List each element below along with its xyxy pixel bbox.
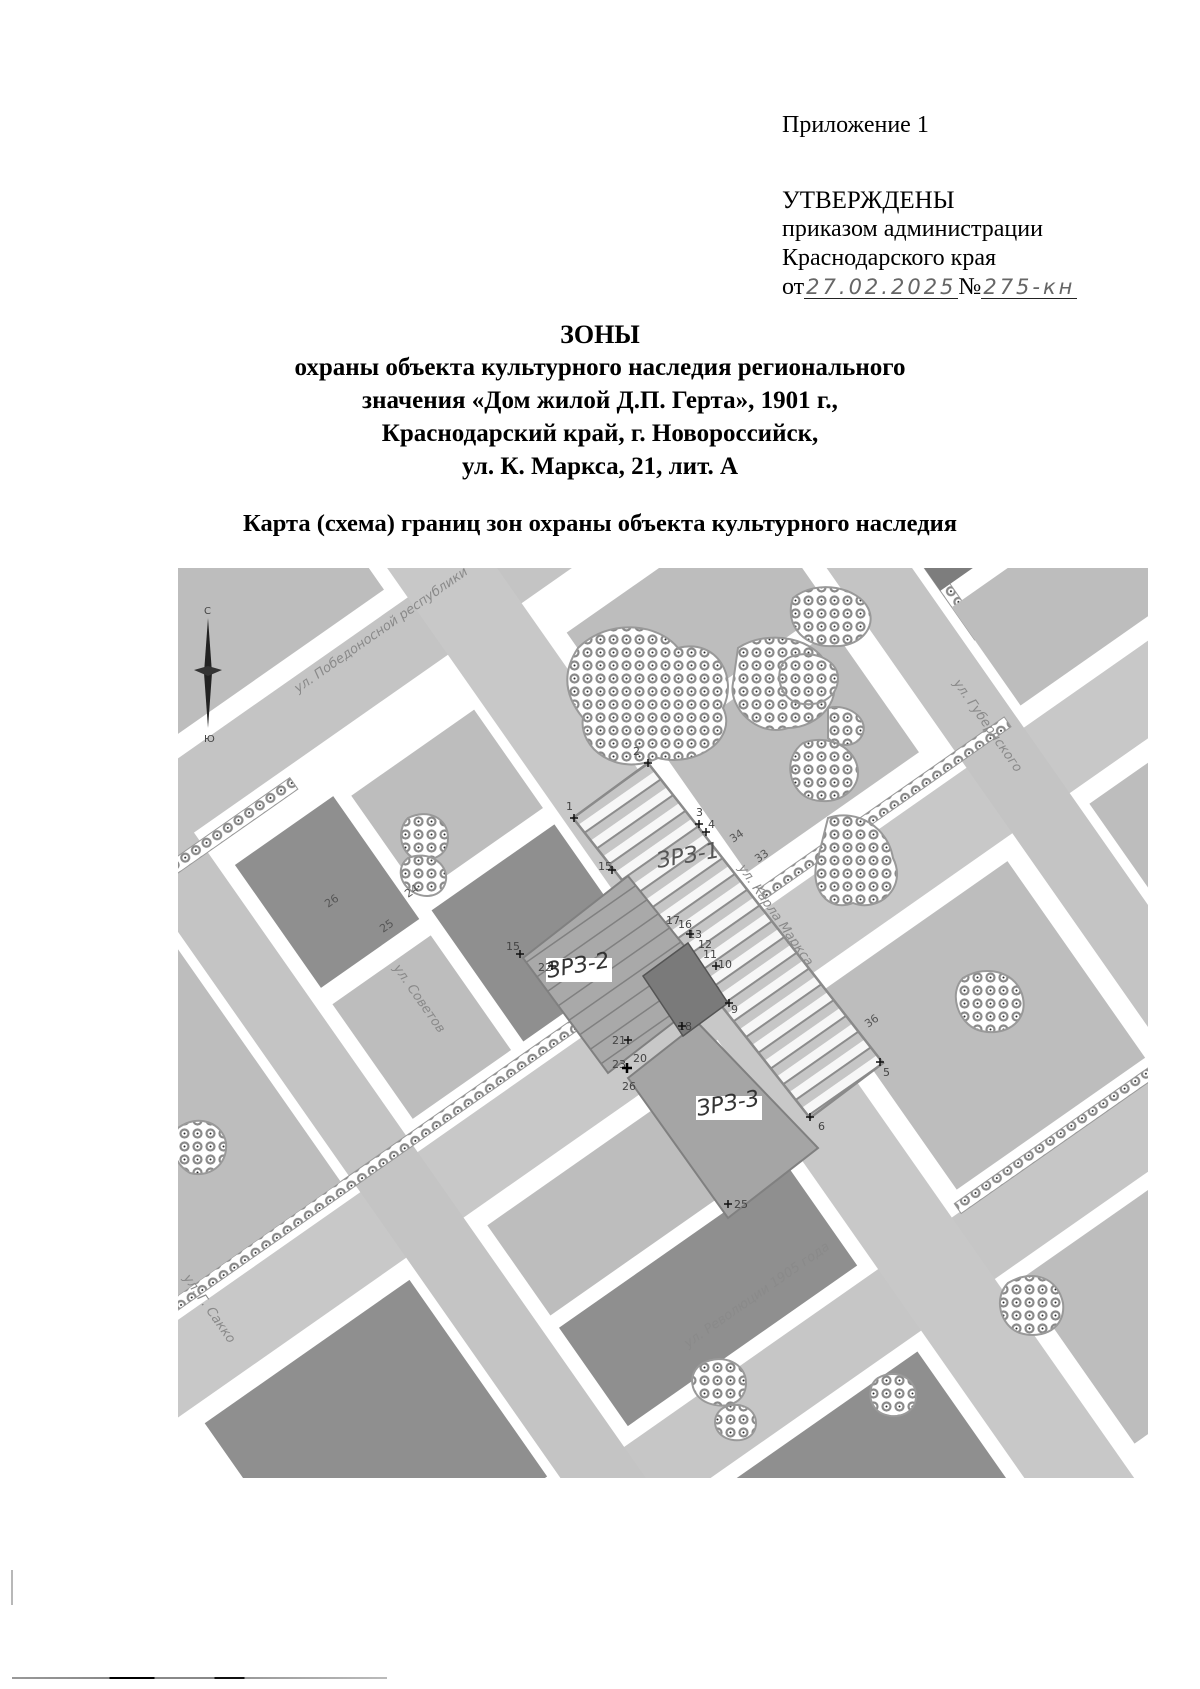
svg-text:Ю: Ю [204,734,215,745]
boundary-points: 1 2 3 4 5 6 9 10 11 12 13 16 17 15 15 22… [506,745,890,1211]
svg-text:22: 22 [538,961,552,974]
scan-margin-mark [11,1570,13,1605]
north-arrow-icon: С Ю [194,606,222,745]
svg-text:15: 15 [506,940,520,953]
svg-text:11: 11 [703,948,717,961]
svg-text:16: 16 [678,918,692,931]
svg-text:С: С [204,606,211,617]
svg-text:9: 9 [731,1003,738,1016]
footer-rule [12,1677,387,1679]
title-line4: ул. К. Маркса, 21, лит. А [461,453,739,480]
svg-text:6: 6 [818,1120,825,1133]
order-number: 275-кн [981,275,1078,299]
title-line1: охраны объекта культурного наследия реги… [294,354,906,381]
zone-zrz3 [626,1021,820,1220]
approved-heading: УТВЕРЖДЕНЫ [782,187,955,214]
svg-text:20: 20 [633,1052,647,1065]
protection-zones [521,761,885,1220]
svg-text:26: 26 [622,1080,636,1093]
zone-zrz1 [571,761,885,1120]
svg-text:25: 25 [734,1198,748,1211]
svg-text:2: 2 [633,745,640,758]
svg-text:13: 13 [688,928,702,941]
map-caption: Карта (схема) границ зон охраны объекта … [243,510,957,537]
svg-text:12: 12 [698,938,712,951]
number-sign: № [958,274,982,300]
date-prefix: от [782,274,805,300]
appendix-label: Приложение 1 [782,112,929,138]
order-date: 27.02.2025 [804,275,959,299]
approved-by-line1: приказом администрации [782,216,1043,242]
svg-text:1: 1 [566,800,573,813]
title-line3: Краснодарский край, г. Новороссийск, [381,420,819,447]
svg-text:3: 3 [696,806,703,819]
title-line2: значения «Дом жилой Д.П. Герта», 1901 г.… [362,387,838,414]
approved-by-line2: Краснодарского края [782,245,997,271]
svg-text:15: 15 [598,860,612,873]
title-main: ЗОНЫ [560,320,640,349]
tree-clusters [171,586,1065,1442]
svg-text:10: 10 [718,958,732,971]
order-line: от27.02.2025№275-кн [782,273,1078,302]
svg-text:4: 4 [708,818,715,831]
approval-block: УТВЕРЖДЕНЫ приказом администрации Красно… [782,186,1078,302]
document-title: ЗОНЫ охраны объекта культурного наследия… [0,318,1200,483]
svg-text:5: 5 [883,1066,890,1079]
svg-text:17: 17 [666,914,680,927]
svg-text:21: 21 [612,1034,626,1047]
